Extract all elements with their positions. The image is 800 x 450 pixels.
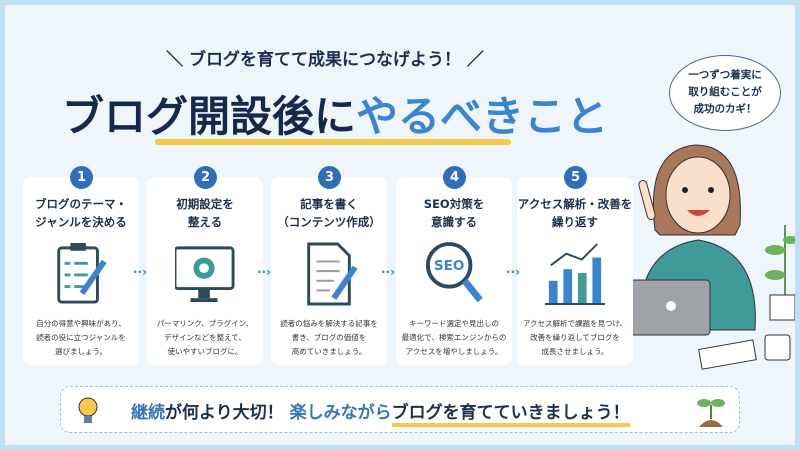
step-title-line: 整える	[187, 215, 223, 229]
step-number: 5	[564, 166, 587, 189]
step-card-3: 3 記事を書く （コンテンツ作成） 読者の悩みを解決する記事を書き、ブログの価値を…	[271, 166, 387, 365]
step-desc-line: パーマリンク、プラグイン、	[156, 319, 254, 328]
step-desc-line: アクセスを増やしましょう。	[405, 347, 503, 356]
step-desc-line: 自分の得意や興味があり、	[36, 319, 126, 328]
arrow-icon: ··›	[133, 265, 148, 279]
magnifier-seo-icon: SEO	[425, 242, 483, 303]
step-description: アクセス解析で課題を見つけ、改善を繰り返してブログを成長させましょう。	[521, 317, 629, 359]
monitor-gear-icon	[175, 246, 235, 303]
bar-chart-icon	[545, 243, 605, 305]
step-desc-line: 選びましょう。	[54, 347, 108, 356]
step-desc-line: 改善を繰り返してブログを	[530, 333, 620, 342]
step-card-2: 2 初期設定を整える パーマリンク、プラグイン、デザインなどを整えて、使いやすい…	[147, 166, 263, 365]
arrow-icon: ··›	[381, 265, 396, 279]
step-title: ブログのテーマ・ジャンルを決める	[23, 195, 139, 231]
step-card-4: 4 SEO対策を意識する SEO キーワード選定や見出しの最適化で、検索エンジン…	[396, 166, 512, 365]
speech-bubble: 一つずつ着実に 取り組むことが 成功のカギ！	[669, 55, 781, 131]
title-part1: ブログ開設後に	[61, 92, 356, 141]
bottom-banner: 継続が何より大切！ 楽しみながらブログを育てていきましょう！	[60, 386, 740, 433]
banner-highlight: 継続	[131, 403, 165, 423]
sprout-icon	[697, 399, 725, 427]
banner-highlight: 楽しみながら	[289, 403, 392, 423]
bubble-line: 成功のカギ！	[693, 103, 757, 115]
arrow-icon: ··›	[506, 265, 521, 279]
step-desc-line: 最適化で、検索エンジンからの	[401, 333, 507, 342]
title-highlight: やるべきこと	[356, 92, 609, 141]
step-desc-line: 高めていきましょう。	[291, 347, 367, 356]
step-number: 1	[70, 166, 93, 189]
step-title-line: 記事を書く	[300, 197, 358, 211]
arrow-icon: ··›	[257, 265, 272, 279]
step-number: 3	[318, 166, 341, 189]
step-title-line: ブログのテーマ・	[35, 197, 127, 211]
step-desc-line: 成長させましょう。	[541, 347, 609, 356]
step-desc-line: 書き、ブログの価値を	[291, 333, 367, 342]
svg-text:SEO: SEO	[434, 258, 465, 274]
step-description: パーマリンク、プラグイン、デザインなどを整えて、使いやすいブログに。	[151, 317, 259, 359]
step-title: 記事を書く （コンテンツ作成）	[271, 195, 387, 231]
step-desc-line: 読者の悩みを解決する記事を	[280, 319, 378, 328]
banner-text-part: が何より大切！	[165, 403, 290, 423]
bubble-line: 一つずつ着実に	[688, 69, 762, 81]
infographic: ＼ ブログを育てて成果につなげよう！ ／ ブログ開設後にやるべきこと 一つずつ着…	[5, 5, 795, 445]
page-title: ブログ開設後にやるべきこと	[25, 83, 645, 144]
step-card-5: 5 アクセス解析・改善を繰り返す アクセス解析で課題を見つけ、改善を繰り返してブ…	[517, 166, 633, 365]
step-title-line: 初期設定を	[176, 197, 234, 211]
document-pencil-icon	[307, 242, 358, 306]
title-underline	[155, 139, 511, 145]
bubble-line: 取り組むことが	[688, 86, 762, 98]
step-desc-line: 読者の役に立つジャンルを	[36, 333, 126, 342]
step-description: 読者の悩みを解決する記事を書き、ブログの価値を高めていきましょう。	[275, 317, 383, 359]
step-title: アクセス解析・改善を繰り返す	[517, 195, 633, 231]
step-title-line: SEO対策を	[423, 197, 485, 211]
step-desc-line: アクセス解析で課題を見つけ、	[522, 319, 628, 328]
clipboard-checklist-icon	[57, 243, 107, 304]
step-desc-line: キーワード選定や見出しの	[409, 319, 499, 328]
step-card-1: 1 ブログのテーマ・ジャンルを決める 自分の得意や興味があり、読者の役に立つジャ…	[23, 166, 139, 365]
step-description: 自分の得意や興味があり、読者の役に立つジャンルを選びましょう。	[27, 317, 135, 359]
step-title: SEO対策を意識する	[396, 195, 512, 231]
step-title-line: 意識する	[431, 215, 477, 229]
lightbulb-icon	[78, 397, 98, 423]
step-title-line: ジャンルを決める	[35, 215, 127, 229]
banner-underlined: ブログを育てていきましょう！	[391, 403, 630, 427]
step-title-line: （コンテンツ作成）	[277, 215, 381, 229]
step-title: 初期設定を整える	[147, 195, 263, 231]
step-description: キーワード選定や見出しの最適化で、検索エンジンからのアクセスを増やしましょう。	[400, 317, 508, 359]
subtitle: ＼ ブログを育てて成果につなげよう！ ／	[166, 50, 484, 70]
step-title-line: アクセス解析・改善を	[517, 197, 633, 211]
banner-text: 継続が何より大切！ 楽しみながらブログを育てていきましょう！	[131, 398, 630, 427]
step-number: 2	[194, 166, 217, 189]
step-desc-line: デザインなどを整えて、	[164, 333, 246, 342]
woman-at-laptop-illustration	[629, 144, 795, 370]
step-desc-line: 使いやすいブログに。	[167, 347, 243, 356]
step-title-line: 繰り返す	[552, 215, 598, 229]
step-number: 4	[443, 166, 466, 189]
